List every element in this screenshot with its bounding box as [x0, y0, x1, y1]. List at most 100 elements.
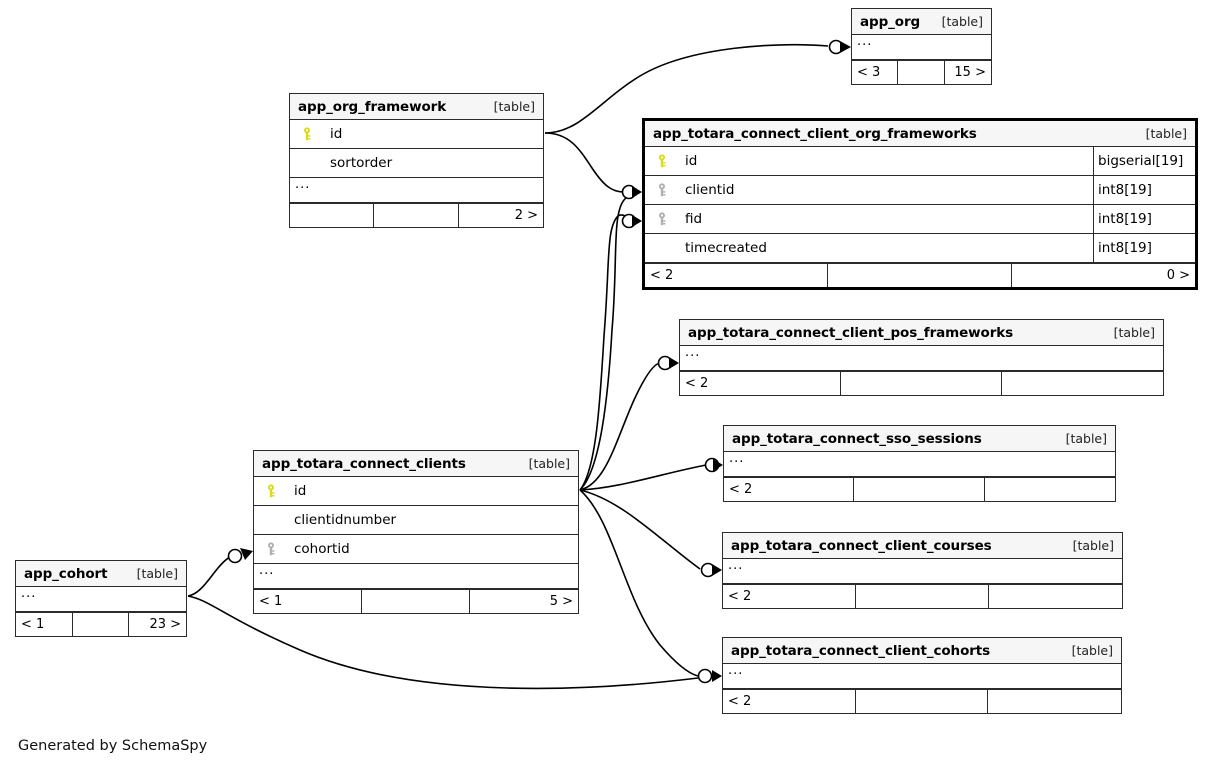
ellipsis-text: ...: [857, 34, 873, 49]
edge-clients-clientorgfw-a: [579, 191, 640, 491]
relationship-count-left: [290, 204, 375, 227]
column-type: int8[19]: [1093, 234, 1195, 262]
column-type: int8[19]: [1093, 176, 1195, 204]
relationship-count-right: 23 >: [149, 617, 182, 632]
crowsfoot-arrow: [712, 564, 722, 576]
column-name-cell: cohortid: [254, 535, 578, 563]
primary-key-icon: [260, 484, 282, 498]
relationship-count-right: 5 >: [549, 594, 573, 609]
edge-endpoint-circle: [704, 457, 720, 473]
more-columns-ellipsis-row[interactable]: ...: [723, 664, 1121, 689]
column-name-cell: clientid: [645, 176, 1093, 204]
column-name-cell: clientidnumber: [254, 506, 578, 534]
table-relationship-counts: < 2: [680, 371, 1163, 395]
table-name: app_org: [860, 13, 921, 30]
more-columns-ellipsis-row[interactable]: ...: [680, 346, 1163, 371]
table-column-row[interactable]: cohortid: [254, 535, 578, 564]
table-name: app_totara_connect_client_cohorts: [731, 642, 991, 659]
foreign-key-icon: [651, 183, 673, 197]
relationship-count-right: [985, 478, 1115, 501]
table-type-tag: [table]: [1065, 431, 1107, 446]
edge-endpoint-circle: [697, 668, 713, 684]
table-column-row[interactable]: timecreated int8[19]: [645, 234, 1195, 263]
column-name: clientidnumber: [294, 512, 397, 528]
relationship-count-middle: [841, 372, 1002, 395]
relationship-count-middle: [854, 478, 985, 501]
table-app_totara_connect_client_org_frameworks[interactable]: app_totara_connect_client_org_frameworks…: [642, 118, 1198, 290]
column-type: int8[19]: [1093, 205, 1195, 233]
table-column-row[interactable]: id: [290, 120, 543, 149]
relationship-count-left: < 2: [723, 585, 856, 608]
ellipsis-text: ...: [295, 177, 311, 192]
edge-orgframework-clientorgfw-a: [544, 132, 625, 193]
table-app_totara_connect_client_pos_frameworks[interactable]: app_totara_connect_client_pos_frameworks…: [679, 319, 1164, 396]
generated-by-credit: Generated by SchemaSpy: [18, 738, 208, 754]
edge-endpoint-circle: [828, 39, 844, 55]
table-app_org_framework[interactable]: app_org_framework [table] id sortorder... 2 …: [289, 93, 544, 228]
edge-endpoint-circle: [657, 355, 673, 371]
table-column-row[interactable]: sortorder: [290, 149, 543, 178]
column-name-cell: id: [645, 147, 1093, 175]
column-name: fid: [685, 211, 703, 227]
edge-clients-cohorts: [579, 489, 699, 677]
crowsfoot-arrow: [632, 215, 642, 227]
relationship-count-right: [988, 690, 1121, 713]
table-column-row[interactable]: id: [254, 477, 578, 506]
column-name: timecreated: [685, 240, 767, 256]
relationship-count-middle: [362, 590, 470, 613]
table-title: app_org[table]: [852, 9, 991, 35]
more-columns-ellipsis-row[interactable]: ...: [723, 559, 1122, 584]
column-name: id: [330, 126, 343, 142]
table-app_totara_connect_sso_sessions[interactable]: app_totara_connect_sso_sessions [table]..…: [723, 425, 1116, 502]
table-column-row[interactable]: clientidnumber: [254, 506, 578, 535]
table-relationship-counts: 2 >: [290, 203, 543, 227]
table-name: app_totara_connect_clients: [262, 455, 466, 472]
table-relationship-counts: < 2: [724, 477, 1115, 501]
edge-clients-clientorgfw-b: [579, 214, 640, 491]
crowsfoot-arrow: [712, 670, 722, 682]
table-type-tag: [table]: [1113, 325, 1155, 340]
more-columns-ellipsis-row[interactable]: ...: [290, 178, 543, 203]
relationship-count-middle: [73, 613, 130, 636]
relationship-count-middle: [856, 585, 989, 608]
table-name: app_totara_connect_client_pos_frameworks: [688, 324, 1014, 341]
ellipsis-text: ...: [729, 451, 745, 466]
table-title: app_totara_connect_client_cohorts[table]: [723, 638, 1121, 664]
column-name: clientid: [685, 182, 735, 198]
relationship-count-left: < 2: [723, 690, 856, 713]
column-name-cell: fid: [645, 205, 1093, 233]
more-columns-ellipsis-row[interactable]: ...: [254, 564, 578, 589]
crowsfoot-arrow: [669, 357, 679, 369]
more-columns-ellipsis-row[interactable]: ...: [724, 452, 1115, 477]
table-relationship-counts: < 2: [723, 689, 1121, 713]
column-name: cohortid: [294, 541, 350, 557]
table-app_totara_connect_client_cohorts[interactable]: app_totara_connect_client_cohorts[table]…: [722, 637, 1122, 714]
table-column-row[interactable]: fid int8[19]: [645, 205, 1195, 234]
table-app_totara_connect_client_courses[interactable]: app_totara_connect_client_courses[table]…: [722, 532, 1123, 609]
table-type-tag: [table]: [1145, 126, 1187, 141]
relationship-count-left: < 2: [645, 264, 829, 287]
table-type-tag: [table]: [493, 99, 535, 114]
more-columns-ellipsis-row[interactable]: ...: [852, 35, 991, 60]
ellipsis-text: ...: [685, 345, 701, 360]
primary-key-icon: [651, 154, 673, 168]
table-name: app_totara_connect_sso_sessions: [732, 430, 982, 447]
relationship-count-middle: [898, 61, 945, 84]
crowsfoot-arrow: [240, 548, 253, 560]
edge-endpoint-circle: [621, 213, 637, 229]
column-name-cell: sortorder: [290, 149, 543, 177]
more-columns-ellipsis-row[interactable]: ...: [16, 587, 186, 612]
relationship-count-right: [1002, 372, 1163, 395]
table-name: app_totara_connect_client_courses: [731, 537, 992, 554]
table-column-row[interactable]: clientid int8[19]: [645, 176, 1195, 205]
table-name: app_org_framework: [298, 98, 447, 115]
edge-clients-posfw: [579, 362, 661, 491]
